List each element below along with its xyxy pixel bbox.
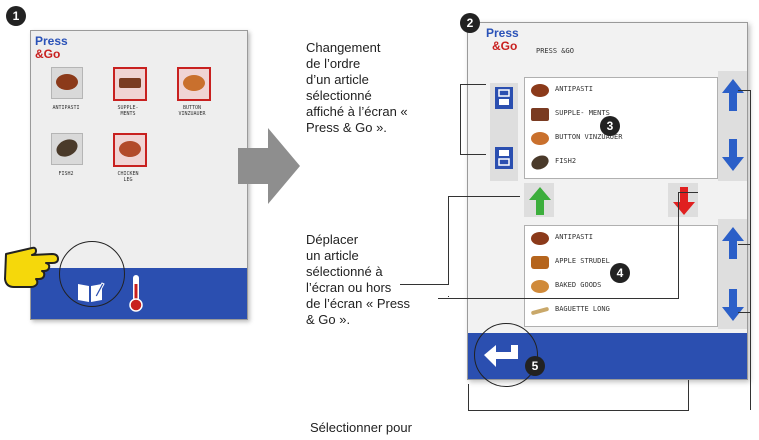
- callout-line: [460, 84, 486, 85]
- remove-from-press-go-button[interactable]: [670, 185, 698, 217]
- step-badge-5: 5: [525, 356, 545, 376]
- item-tile-antipasti[interactable]: [51, 67, 83, 99]
- callout-line: [460, 154, 486, 155]
- press-go-logo: Press &Go: [35, 34, 68, 61]
- list-item[interactable]: BUTTON VINZUAUER: [531, 128, 711, 150]
- list-item[interactable]: BAKED GOODS: [531, 276, 711, 298]
- caption-select: Sélectionner pour: [310, 420, 412, 435]
- step-badge-4: 4: [610, 263, 630, 283]
- callout-line: [468, 410, 688, 411]
- add-to-press-go-button[interactable]: [526, 185, 554, 217]
- callout-line: [448, 196, 449, 284]
- item-tile-fish[interactable]: [51, 133, 83, 165]
- press-go-list: ANTIPASTI SUPPLE- MENTS BUTTON VINZUAUER…: [524, 77, 718, 179]
- callout-line: [688, 380, 689, 411]
- list-item[interactable]: BAGUETTE LONG: [530, 300, 711, 322]
- callout-line: [738, 90, 751, 91]
- callout-line: [448, 296, 449, 297]
- callout-line: [468, 384, 469, 410]
- item-tile-chicken-leg[interactable]: [113, 133, 147, 167]
- step-badge-2: 2: [460, 13, 480, 33]
- highlight-circle: [474, 323, 538, 387]
- item-tile-supplements[interactable]: [113, 67, 147, 101]
- press-go-logo: Press &Go: [486, 26, 519, 53]
- callout-line: [738, 244, 751, 245]
- item-label: SUPPLE- MENTS: [117, 105, 139, 117]
- move-up-order-button[interactable]: [495, 87, 513, 109]
- caption-reorder: Changement de l’ordre d’un article sélec…: [306, 40, 408, 135]
- scroll-up-button[interactable]: [716, 223, 750, 263]
- press-go-screen-1: Press &Go ANTIPASTI SUPPLE- MENTS BUTTON…: [30, 30, 248, 320]
- callout-line: [678, 192, 698, 193]
- press-go-screen-2: Press &Go PRESS &GO ANTIPASTI SUPPLE- ME…: [467, 22, 750, 387]
- scroll-down-button[interactable]: [716, 285, 750, 325]
- list-item[interactable]: ANTIPASTI: [531, 80, 711, 102]
- scroll-down-button[interactable]: [716, 135, 750, 175]
- callout-line: [400, 284, 449, 285]
- highlight-circle: [59, 241, 125, 307]
- list-item[interactable]: APPLE STRUDEL: [531, 252, 711, 274]
- item-label: ANTIPASTI: [52, 105, 80, 111]
- item-tile-button-vinzuauer[interactable]: [177, 67, 211, 101]
- caption-move: Déplacer un article sélectionné à l’écra…: [306, 232, 411, 327]
- list-item[interactable]: ANTIPASTI: [531, 228, 711, 250]
- callout-line: [750, 90, 751, 410]
- step-badge-1: 1: [6, 6, 26, 26]
- item-label: BUTTON VINZUAUER: [178, 105, 206, 117]
- callout-line: [460, 84, 461, 154]
- screen-title: PRESS &GO: [536, 47, 574, 55]
- move-down-order-button[interactable]: [495, 147, 513, 169]
- pointing-hand-icon: [2, 234, 64, 294]
- thermometer-icon[interactable]: [129, 274, 143, 312]
- transition-arrow: [238, 128, 300, 204]
- callout-line: [738, 312, 751, 313]
- callout-line: [678, 192, 679, 299]
- item-label: CHICKEN LEG: [117, 171, 139, 183]
- callout-line: [438, 298, 678, 299]
- item-label: FISH2: [58, 171, 74, 177]
- list-item[interactable]: SUPPLE- MENTS: [531, 104, 711, 126]
- step-badge-3: 3: [600, 116, 620, 136]
- scroll-up-button[interactable]: [716, 75, 750, 115]
- list-item[interactable]: FISH2: [529, 152, 711, 174]
- callout-line: [448, 196, 520, 197]
